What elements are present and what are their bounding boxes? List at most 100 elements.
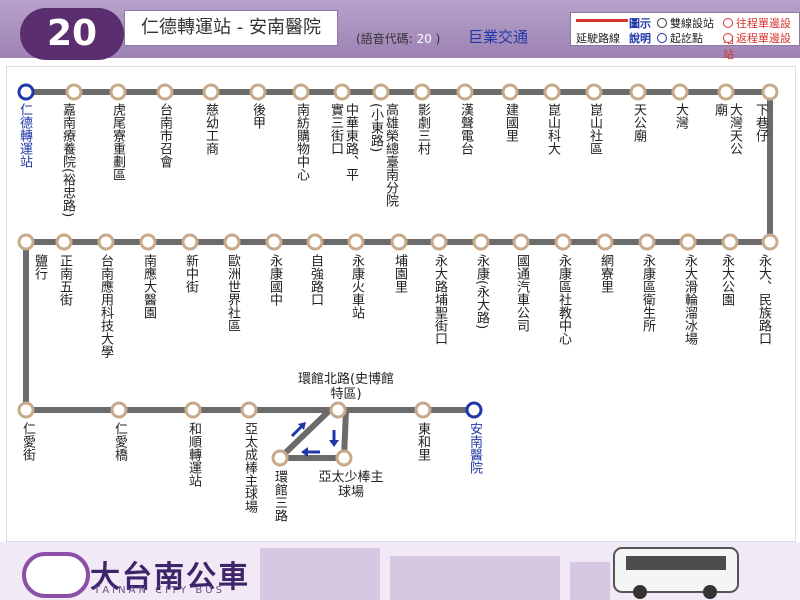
footer-logo-text: 大台南公車: [90, 560, 250, 595]
stop-node: [202, 83, 220, 101]
stop-node: [472, 233, 490, 251]
legend-start-end: 起訖點: [657, 30, 703, 46]
building-shape: [260, 548, 380, 600]
stop-label: 自強路口: [308, 254, 323, 306]
arrow-up-right-head-icon: [298, 422, 306, 430]
stop-label: 仁德轉運站: [17, 103, 32, 168]
stop-node: [156, 83, 174, 101]
stop-node: [543, 83, 561, 101]
stop-node: [333, 83, 351, 101]
stop-label: 南應大醫園: [141, 254, 156, 319]
stop-node: [430, 233, 448, 251]
stop-label: 台南應用科技大學: [98, 254, 113, 358]
stop-node: [761, 233, 779, 251]
stop-nodes: [17, 83, 779, 467]
legend-title-2: 說明: [629, 32, 651, 45]
main-route-line: [23, 89, 773, 413]
stop-node: [413, 83, 431, 101]
stop-node: [596, 233, 614, 251]
stop-label: 下巷仔: [753, 103, 768, 142]
stop-node: [501, 83, 519, 101]
stop-label: 中華東路、平實三街口: [328, 103, 358, 181]
legend-box: 延駛路線 圖示 說明 雙線設站 往程單邊設站 起訖點 返程單邊設站: [570, 12, 800, 61]
legend-inbound-label: 返程單邊設站: [723, 32, 791, 61]
stop-node: [223, 233, 241, 251]
stop-node: [55, 233, 73, 251]
route-title: 仁德轉運站 - 安南醫院: [124, 10, 338, 46]
legend-two-way-label: 雙線設站: [670, 17, 714, 30]
stop-node: [414, 401, 432, 419]
voice-code-label: (語音代碼:: [356, 32, 413, 46]
stop-node: [249, 83, 267, 101]
stop-node: [265, 233, 283, 251]
voice-code-close: ): [435, 32, 441, 46]
stop-node: [629, 83, 647, 101]
stop-label: 影劇三村: [415, 103, 430, 155]
stop-label: 埔園里: [392, 254, 407, 293]
footer-logo-sub: TAINAN CITY BUS: [94, 585, 225, 596]
stop-node: [638, 233, 656, 251]
stop-label: 嘉南療養院(裕忠路): [60, 103, 75, 218]
stop-label: 大灣天公廟: [712, 103, 742, 155]
stop-node: [721, 233, 739, 251]
stop-node: [181, 233, 199, 251]
stop-node: [372, 83, 390, 101]
stop-node: [17, 233, 35, 251]
stop-node: [139, 233, 157, 251]
stop-label: 新中街: [183, 254, 198, 293]
stop-label: 鹽行: [32, 254, 47, 280]
stop-label: 建國里: [503, 103, 518, 142]
stop-label: 歐洲世界社區: [225, 254, 240, 332]
stop-label: 仁愛橋: [112, 422, 127, 461]
stop-label: 漢聲電台: [458, 103, 473, 155]
stop-label: 永大滑輪溜冰場: [682, 254, 697, 345]
legend-title-1: 圖示: [629, 17, 651, 30]
stop-label: 永康火車站: [349, 254, 364, 319]
stop-label: 台南市召會: [157, 103, 172, 168]
stop-label: 網寮里: [598, 254, 613, 293]
terminal-stop-node: [465, 401, 483, 419]
stop-node: [456, 83, 474, 101]
stop-node: [306, 233, 324, 251]
stop-node: [110, 401, 128, 419]
stop-label: 虎尾寮重劃區: [110, 103, 125, 181]
start-end-icon: [657, 33, 667, 43]
stop-label: 正南五街: [57, 254, 72, 306]
stop-node: [585, 83, 603, 101]
stop-node: [335, 449, 353, 467]
operator-name: 巨業交通: [468, 28, 529, 46]
stop-label: 永大公園: [719, 254, 734, 306]
legend-line-swatch: [576, 19, 628, 22]
stop-node: [329, 401, 347, 419]
stop-node: [271, 449, 289, 467]
stop-label: 後甲: [250, 103, 265, 129]
terminal-stop-node: [17, 83, 35, 101]
voice-code-value: 20: [416, 32, 432, 46]
stop-label: 天公廟: [631, 103, 646, 142]
stop-label: 永康國中: [267, 254, 282, 306]
stop-node: [761, 83, 779, 101]
stop-label: 永康區衛生所: [640, 254, 655, 332]
stop-label: 國通汽車公司: [514, 254, 529, 332]
two-way-icon: [657, 18, 667, 28]
building-shape: [570, 562, 610, 600]
stop-node: [184, 401, 202, 419]
route-number-badge: 20: [20, 8, 124, 60]
loop-arrows: [290, 422, 339, 457]
stop-label: 永大路埔聖街口: [432, 254, 447, 345]
stop-node: [554, 233, 572, 251]
stop-label: 慈幼工商: [203, 103, 218, 155]
stop-node: [17, 401, 35, 419]
stop-label: 永康(永大路): [474, 254, 489, 330]
stop-label: 永康區社教中心: [556, 254, 571, 345]
building-shape: [390, 556, 560, 600]
legend-start-end-label: 起訖點: [670, 32, 703, 45]
stop-label: 和順轉運站: [186, 422, 201, 487]
stop-label: 大灣: [673, 103, 688, 129]
stop-node: [292, 83, 310, 101]
stop-label: 環館三路: [272, 470, 287, 522]
stop-label: 安南醫院: [467, 422, 482, 474]
stop-label: 南紡購物中心: [294, 103, 309, 181]
stop-label-horizontal: 亞太少棒主球場: [318, 470, 384, 500]
arrow-down-head-icon: [329, 440, 339, 447]
